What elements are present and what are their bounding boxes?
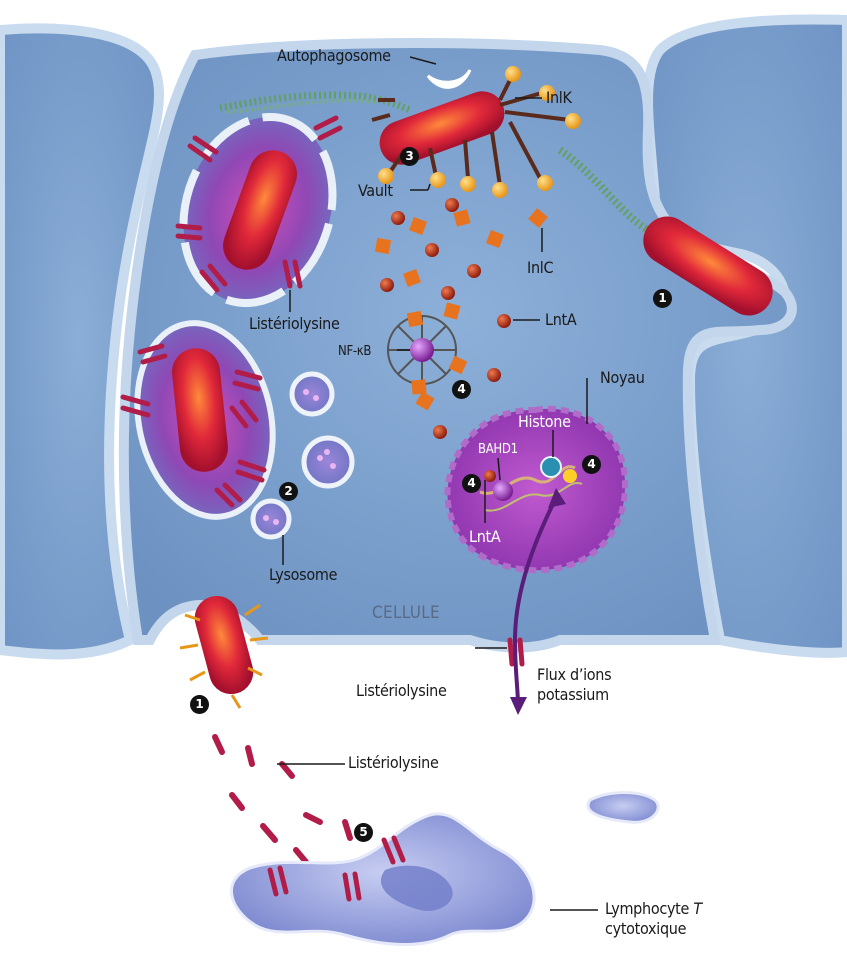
- step-marker-2: 2: [279, 482, 298, 501]
- label-autophagosome: Autophagosome: [277, 47, 391, 65]
- label-lnta-cytoplasm: LntA: [545, 311, 576, 329]
- label-flux-line2: potassium: [537, 686, 609, 704]
- label-bahd1: BAHD1: [478, 441, 518, 459]
- arrow-head-down: [510, 697, 527, 715]
- label-inlk: InlK: [546, 89, 572, 107]
- label-cellule: CELLULE: [372, 604, 440, 622]
- step-marker-5: 5: [354, 823, 373, 842]
- step-marker-1-bottom: 1: [190, 695, 209, 714]
- label-nfkb: NF-κB: [338, 343, 371, 361]
- label-inlc: InlC: [527, 259, 553, 277]
- lymphocyte-t-letter: T: [693, 899, 702, 918]
- label-histone: Histone: [518, 413, 571, 431]
- label-listeriolysine-vacuole: Listériolysine: [249, 315, 340, 333]
- label-listeriolysine-membrane: Listériolysine: [356, 682, 447, 700]
- label-lymphocyte-line2: cytotoxique: [605, 920, 686, 938]
- lnta-nuclear-ball: [484, 470, 496, 482]
- label-listeriolysine-secreted: Listériolysine: [348, 754, 439, 772]
- bahd1-ball: [493, 481, 513, 501]
- step-marker-1-right: 1: [653, 289, 672, 308]
- lymphocyte-word: Lymphocyte: [605, 899, 689, 918]
- label-lymphocyte-line1: Lymphocyte T: [605, 900, 702, 918]
- step-marker-4-cytoplasm: 4: [452, 380, 471, 399]
- histone-yellow: [563, 469, 577, 483]
- label-lysosome: Lysosome: [269, 566, 337, 584]
- step-marker-4-bahd1: 4: [462, 474, 481, 493]
- label-noyau: Noyau: [600, 369, 645, 387]
- label-vault: Vault: [358, 182, 393, 200]
- label-flux-line1: Flux d’ions: [537, 666, 611, 684]
- step-marker-3: 3: [400, 147, 419, 166]
- step-marker-4-histone: 4: [582, 455, 601, 474]
- lymphocyte-small: [588, 793, 658, 823]
- secreted-listeriolysin: [215, 737, 350, 862]
- histone-ball: [541, 457, 561, 477]
- label-lnta-nucleus: LntA: [469, 528, 500, 546]
